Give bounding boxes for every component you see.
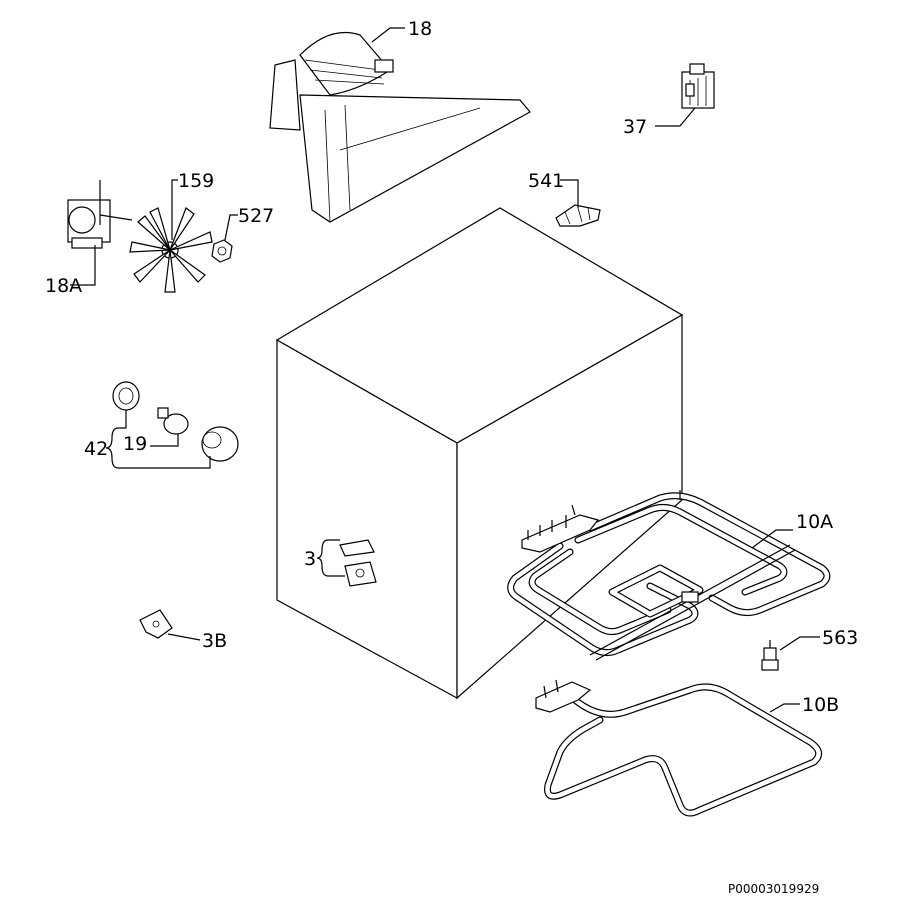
leader-3 (328, 539, 345, 577)
label-19: 19 (123, 433, 147, 455)
leader-18 (371, 27, 405, 43)
leader-541 (560, 179, 579, 208)
lamp-bulb-19 (157, 407, 189, 435)
leader-19 (150, 434, 179, 447)
nut-527 (211, 239, 233, 263)
heating-element-10a (507, 490, 831, 661)
leader-18a (70, 245, 96, 286)
lamp-cover-42 (201, 426, 239, 462)
leader-527 (224, 214, 238, 241)
fan-motor-18a (67, 180, 133, 249)
label-10b: 10B (802, 694, 839, 716)
leader-159 (171, 179, 178, 240)
fan-cover-duct (269, 31, 531, 223)
label-18a: 18A (45, 275, 82, 297)
leader-37 (655, 107, 696, 127)
switch-37 (681, 63, 715, 109)
leader-42-holder (118, 410, 127, 429)
label-527: 527 (238, 205, 274, 227)
hinge-bracket-3 (339, 539, 377, 587)
label-42: 42 (84, 438, 108, 460)
label-563: 563 (822, 627, 858, 649)
label-3b: 3B (202, 630, 227, 652)
label-159: 159 (178, 170, 214, 192)
oven-cavity-box (275, 207, 684, 700)
label-10a: 10A (796, 511, 833, 533)
label-18: 18 (408, 18, 432, 40)
leader-42-cover (118, 456, 211, 469)
label-3: 3 (304, 548, 316, 570)
lamp-holder-42 (112, 381, 140, 411)
sensor-563 (761, 640, 779, 671)
leader-10b (769, 703, 800, 713)
fan-blade-159 (129, 207, 213, 293)
reference-code: P00003019929 (728, 882, 819, 896)
brace-3 (316, 539, 329, 577)
connector-541 (555, 204, 601, 227)
label-37: 37 (623, 116, 647, 138)
clip-3b (139, 609, 173, 639)
leader-563 (779, 636, 820, 651)
brace-42 (105, 427, 119, 469)
leader-3b (167, 633, 201, 641)
leader-10a (751, 529, 793, 549)
heating-element-10b (535, 679, 823, 817)
label-541: 541 (528, 170, 564, 192)
